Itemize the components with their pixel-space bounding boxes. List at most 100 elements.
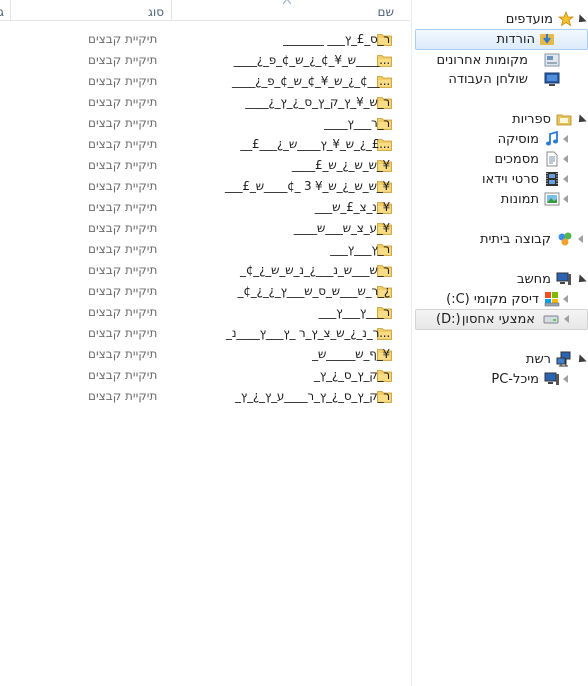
collapse-arrow-icon[interactable] xyxy=(563,195,568,203)
file-row[interactable]: ¥_ע_צ_ש___ש____תיקיית קבצים xyxy=(0,219,410,240)
file-name: ¥_ש_ש_¿_ש_£____ xyxy=(291,158,390,172)
nav-libraries[interactable]: ספריות xyxy=(412,109,588,129)
column-separator[interactable] xyxy=(171,0,172,20)
file-type: תיקיית קבצים xyxy=(88,221,158,235)
collapse-arrow-icon[interactable] xyxy=(563,155,568,163)
file-row[interactable]: ¥_ש_ש_¿_ש_£____ תיקיית קבצים xyxy=(0,156,410,177)
expand-arrow-icon[interactable] xyxy=(575,354,587,366)
nav-favorites[interactable]: מועדפים xyxy=(412,9,588,29)
file-type: תיקיית קבצים xyxy=(88,74,158,88)
nav-pictures[interactable]: תמונות xyxy=(412,189,588,209)
pictures-icon xyxy=(544,192,560,206)
file-row[interactable]: ¥_ף_ש_____ש_תיקיית קבצים xyxy=(0,345,410,366)
file-row[interactable]: ר_ק_ץ_ס_¿_ץ_ר____ע_ץ_¿_ץ_תיקיית קבצים xyxy=(0,387,410,408)
nav-label: מוסיקה xyxy=(497,132,539,147)
file-type: תיקיית קבצים xyxy=(88,347,158,361)
nav-label: רשת xyxy=(525,352,551,367)
folder-icon xyxy=(377,97,392,109)
nav-removable-storage[interactable]: אמצעי אחסון (D:) xyxy=(415,309,588,330)
file-type: תיקיית קבצים xyxy=(88,95,158,109)
file-type: תיקיית קבצים xyxy=(88,263,158,277)
folder-icon xyxy=(377,118,392,130)
folder-icon xyxy=(377,55,392,67)
file-name: ר_ק_ץ_ס_¿_ץ_ xyxy=(314,368,390,382)
file-name: ר_ר___ץ____ xyxy=(324,116,390,130)
nav-network[interactable]: רשת xyxy=(412,349,588,369)
computer-icon xyxy=(556,272,571,285)
file-name: ר_ק_ץ_ס_¿_ץ_ר____ע_ץ_¿_ץ_ xyxy=(235,389,390,403)
file-name: ר_ש_¥_ץ_ק_ץ_ס_¿_ץ_¿____ xyxy=(245,95,390,109)
collapse-arrow-icon[interactable] xyxy=(578,235,583,243)
nav-label: מחשב xyxy=(516,272,551,287)
nav-local-disk[interactable]: דיסק מקומי (C:) xyxy=(412,289,588,309)
star-icon xyxy=(558,11,574,27)
expand-arrow-icon[interactable] xyxy=(575,114,587,126)
nav-label: אמצעי אחסון xyxy=(461,312,535,327)
column-separator[interactable] xyxy=(10,0,11,20)
file-type: תיקיית קבצים xyxy=(88,200,158,214)
nav-desktop[interactable]: שולחן העבודה xyxy=(412,69,588,89)
file-row[interactable]: ...____ש_¥_¢_¿_ש_¢_פ_¿____תיקיית קבצים xyxy=(0,51,410,72)
file-row[interactable]: ר_ץ___ץ___ תיקיית קבצים xyxy=(0,240,410,261)
file-row[interactable]: ר_ש___ש_נ___¿_נ_ש_ש_¿_¢_תיקיית קבצים xyxy=(0,261,410,282)
file-row[interactable]: ...ר_נ_¿_ש_צ_ץ_ר _ץ___ץ____נ_תיקיית קבצי… xyxy=(0,324,410,345)
music-icon xyxy=(546,131,558,146)
file-row[interactable]: ¥_נ_צ_£_ש___ תיקיית קבצים xyxy=(0,198,410,219)
file-type: תיקיית קבצים xyxy=(88,158,158,172)
file-row[interactable]: ...__¢_¿_ש_¥_¢_ש_¢_פ_¿____ תיקיית קבצים xyxy=(0,72,410,93)
file-type: תיקיית קבצים xyxy=(88,137,158,151)
nav-computer[interactable]: מחשב xyxy=(412,269,588,289)
file-list-pane: ג סוג שם ר_ס_£_ץ___ _______תיקיית קבצים.… xyxy=(0,0,410,408)
file-name: ...__¢_¿_ש_¥_¢_ש_¢_פ_¿____ xyxy=(231,74,390,88)
collapse-arrow-icon[interactable] xyxy=(564,315,569,323)
file-type: תיקיית קבצים xyxy=(88,305,158,319)
removable-drive-icon xyxy=(543,315,559,324)
collapse-arrow-icon[interactable] xyxy=(563,375,568,383)
folder-icon xyxy=(377,76,392,88)
expand-arrow-icon[interactable] xyxy=(575,274,587,286)
file-row[interactable]: ר___ץ___ץ___ תיקיית קבצים xyxy=(0,303,410,324)
file-name: ר_ץ___ץ___ xyxy=(330,242,390,256)
file-row[interactable]: ¿_ר_ש___ש_ס_ש___ץ_¿_¿_¢_תיקיית קבצים xyxy=(0,282,410,303)
folder-icon xyxy=(377,349,392,361)
file-name: ר___ץ___ץ___ xyxy=(318,305,391,319)
file-type: תיקיית קבצים xyxy=(88,242,158,256)
file-name: ¥_נ_צ_£_ש___ xyxy=(314,200,390,214)
file-type: תיקיית קבצים xyxy=(88,326,158,340)
file-row[interactable]: ר_ר___ץ____ תיקיית קבצים xyxy=(0,114,410,135)
file-row[interactable]: ¥_ש_ש_¿_ש_¥ 3 _¢____ש_£___תיקיית קבצים xyxy=(0,177,410,198)
folder-icon xyxy=(377,139,392,151)
folder-icon xyxy=(377,244,392,256)
folder-icon xyxy=(377,286,392,298)
column-header-name[interactable]: שם xyxy=(377,5,394,19)
nav-pc[interactable]: מיכל-PC xyxy=(412,369,588,389)
nav-music[interactable]: מוסיקה xyxy=(412,129,588,149)
windows-drive-icon xyxy=(544,292,560,307)
nav-downloads[interactable]: הורדות xyxy=(415,29,588,50)
collapse-arrow-icon[interactable] xyxy=(563,175,568,183)
nav-documents[interactable]: מסמכים xyxy=(412,149,588,169)
file-row[interactable]: ר_ש_¥_ץ_ק_ץ_ס_¿_ץ_¿____ תיקיית קבצים xyxy=(0,93,410,114)
folder-icon xyxy=(377,223,392,235)
column-header-clipped[interactable]: ג xyxy=(0,5,4,19)
file-type: תיקיית קבצים xyxy=(88,179,158,193)
collapse-arrow-icon[interactable] xyxy=(563,295,568,303)
nav-label: מקומות אחרונים xyxy=(436,53,528,68)
folder-icon xyxy=(377,391,392,403)
column-header-type[interactable]: סוג xyxy=(148,5,165,19)
nav-label: דיסק מקומי (C:) xyxy=(446,292,539,307)
file-type: תיקיית קבצים xyxy=(88,284,158,298)
nav-videos[interactable]: סרטי וידאו xyxy=(412,169,588,189)
expand-arrow-icon[interactable] xyxy=(575,14,587,26)
file-row[interactable]: ר_ק_ץ_ס_¿_ץ_תיקיית קבצים xyxy=(0,366,410,387)
nav-label: מיכל-PC xyxy=(491,372,539,387)
folder-icon xyxy=(377,370,392,382)
folder-icon xyxy=(377,181,392,193)
file-type: תיקיית קבצים xyxy=(88,116,158,130)
nav-recent-places[interactable]: מקומות אחרונים xyxy=(412,50,588,70)
file-row[interactable]: ...£_¿_ש_¥_ץ____ש_¿___£__תיקיית קבצים xyxy=(0,135,410,156)
file-row[interactable]: ר_ס_£_ץ___ _______תיקיית קבצים xyxy=(0,30,410,51)
collapse-arrow-icon[interactable] xyxy=(563,135,568,143)
film-icon xyxy=(546,172,558,186)
nav-homegroup[interactable]: קבוצה ביתית xyxy=(412,229,588,249)
